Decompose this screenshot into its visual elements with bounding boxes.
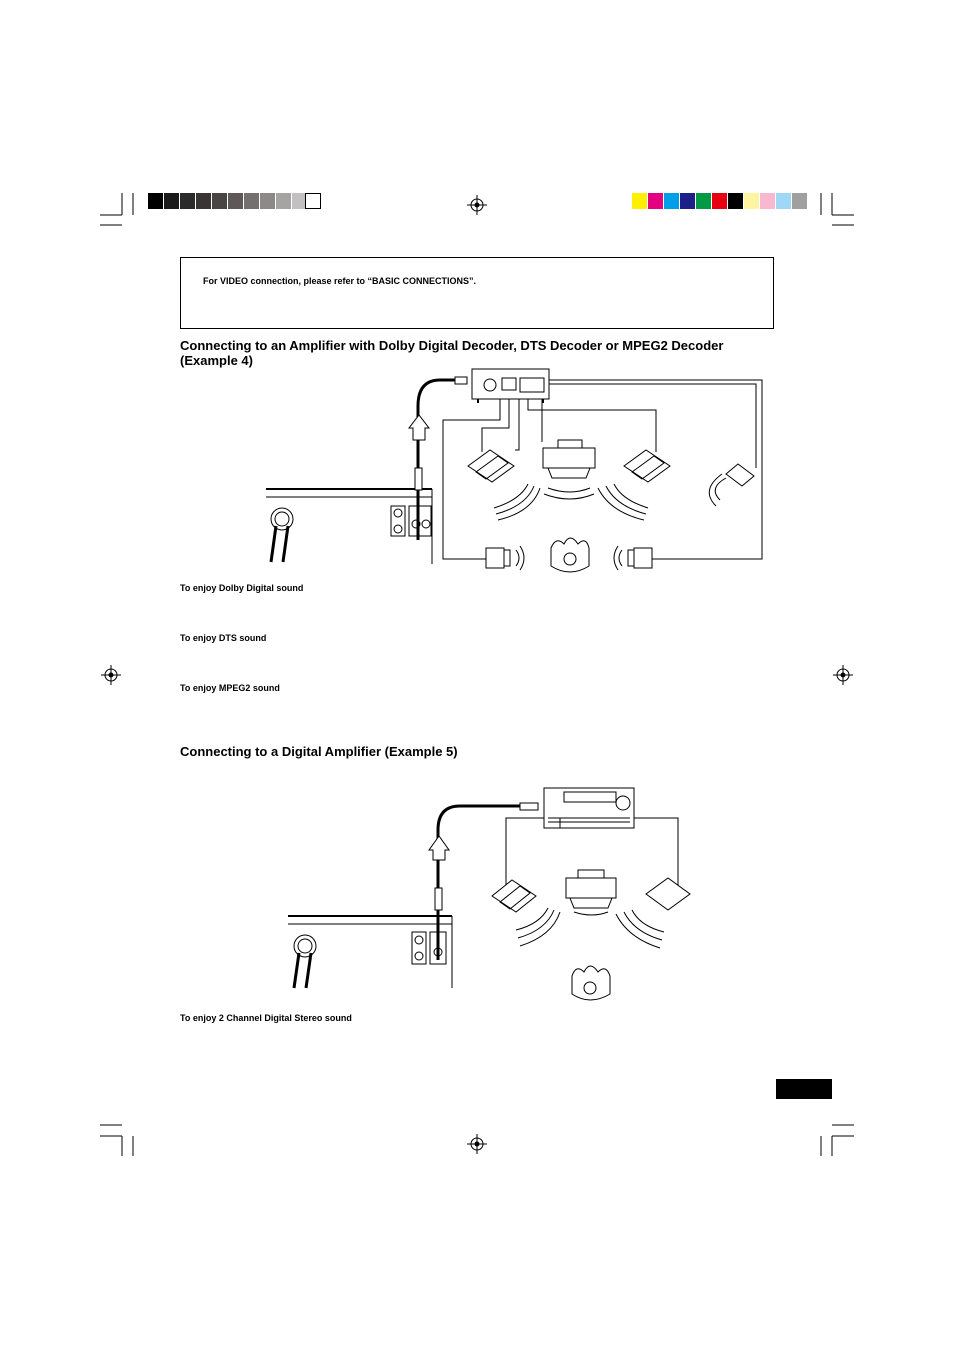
gray-swatch bbox=[164, 193, 179, 209]
color-swatch bbox=[728, 193, 743, 209]
caption-dts: To enjoy DTS sound bbox=[180, 633, 267, 643]
registration-mark-icon bbox=[101, 665, 121, 685]
dvd-player-icon bbox=[288, 915, 453, 989]
gray-swatch bbox=[196, 193, 211, 209]
color-swatch bbox=[760, 193, 775, 209]
registration-mark-icon bbox=[467, 195, 487, 215]
speaker-icon bbox=[491, 879, 537, 913]
speaker-icon bbox=[627, 547, 653, 569]
color-swatch bbox=[664, 193, 679, 209]
gray-swatch bbox=[148, 193, 163, 209]
listener-icon bbox=[571, 965, 611, 1001]
page-tab bbox=[776, 1079, 832, 1099]
color-swatch bbox=[792, 193, 807, 209]
color-swatch bbox=[744, 193, 759, 209]
amplifier-icon bbox=[543, 787, 635, 829]
tv-icon bbox=[565, 869, 617, 909]
section-heading: Connecting to an Amplifier with Dolby Di… bbox=[180, 338, 723, 368]
color-swatch bbox=[696, 193, 711, 209]
arrow-up-icon bbox=[428, 835, 450, 861]
registration-mark-icon bbox=[467, 1134, 487, 1154]
speaker-icon bbox=[645, 877, 691, 911]
speaker-icon bbox=[725, 463, 755, 487]
gray-swatch bbox=[276, 193, 291, 209]
registration-mark-icon bbox=[833, 665, 853, 685]
speaker-icon bbox=[467, 449, 515, 483]
color-swatch bbox=[632, 193, 647, 209]
coaxial-cable bbox=[416, 378, 458, 468]
arrow-up-icon bbox=[407, 414, 431, 441]
notice-box: For VIDEO connection, please refer to “B… bbox=[180, 257, 774, 329]
color-swatch bbox=[648, 193, 663, 209]
gray-swatch bbox=[260, 193, 275, 209]
crop-mark-icon bbox=[100, 1124, 134, 1156]
sound-waves bbox=[493, 473, 727, 571]
color-swatch bbox=[712, 193, 727, 209]
gray-swatch bbox=[228, 193, 243, 209]
section-heading: Connecting to a Digital Amplifier (Examp… bbox=[180, 744, 458, 759]
heading-line: (Example 4) bbox=[180, 353, 253, 368]
notice-text: For VIDEO connection, please refer to “B… bbox=[203, 276, 477, 286]
heading-line: Connecting to an Amplifier with Dolby Di… bbox=[180, 338, 724, 353]
sound-waves bbox=[515, 907, 665, 949]
speaker-icon bbox=[623, 449, 671, 483]
caption-dolby: To enjoy Dolby Digital sound bbox=[180, 583, 304, 593]
gray-swatch bbox=[180, 193, 195, 209]
gray-swatch bbox=[244, 193, 259, 209]
caption-stereo: To enjoy 2 Channel Digital Stereo sound bbox=[180, 1013, 352, 1023]
coaxial-cable bbox=[436, 804, 520, 888]
color-swatch bbox=[776, 193, 791, 209]
gray-swatch bbox=[212, 193, 227, 209]
crop-mark-icon bbox=[820, 1124, 854, 1156]
speaker-icon bbox=[485, 547, 511, 569]
caption-mpeg2: To enjoy MPEG2 sound bbox=[180, 683, 280, 693]
dvd-player-icon bbox=[266, 488, 433, 564]
gray-swatch bbox=[305, 193, 321, 209]
crop-mark-icon bbox=[100, 193, 134, 226]
listener-icon bbox=[550, 537, 590, 573]
color-swatch bbox=[680, 193, 695, 209]
crop-mark-icon bbox=[820, 193, 854, 226]
gray-swatch bbox=[292, 193, 307, 209]
tv-icon bbox=[542, 439, 596, 479]
